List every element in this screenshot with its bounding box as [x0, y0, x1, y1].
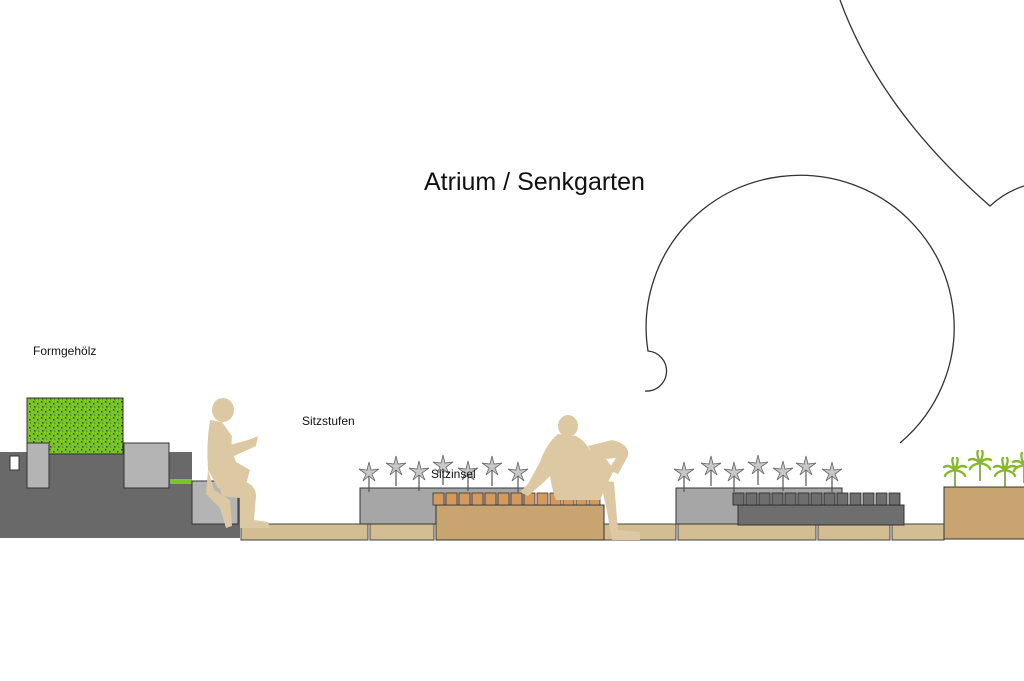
paving-slab: [891, 523, 945, 541]
wall-block-left: [26, 442, 50, 489]
star-flower-icon: [673, 454, 843, 493]
wall-block-mid: [123, 442, 170, 489]
paving-slab: [369, 523, 435, 541]
railing-post: [9, 455, 20, 471]
seated-reading-person: [206, 398, 270, 528]
label-sitzinsel: Sitzinsel: [431, 467, 476, 481]
dark-bench-block: [737, 504, 905, 526]
page-title: Atrium / Senkgarten: [424, 168, 645, 196]
reclining-person: [520, 415, 640, 540]
grass-strip: [170, 479, 192, 484]
label-formgehoelz: Formgehölz: [33, 344, 96, 358]
dark-bench-slats: [732, 492, 901, 506]
sitzinsel-block: [435, 504, 605, 541]
tree-canopy-outline-large: [839, 0, 1024, 207]
paving-slab: [817, 523, 891, 541]
paving-slab: [240, 523, 369, 541]
palm-plant-icon: [942, 449, 1024, 490]
planter-wood-right: [943, 486, 1024, 540]
paving-slab: [677, 523, 817, 541]
tree-canopy-outline-round: [644, 174, 955, 444]
label-sitzstufen: Sitzstufen: [302, 414, 355, 428]
